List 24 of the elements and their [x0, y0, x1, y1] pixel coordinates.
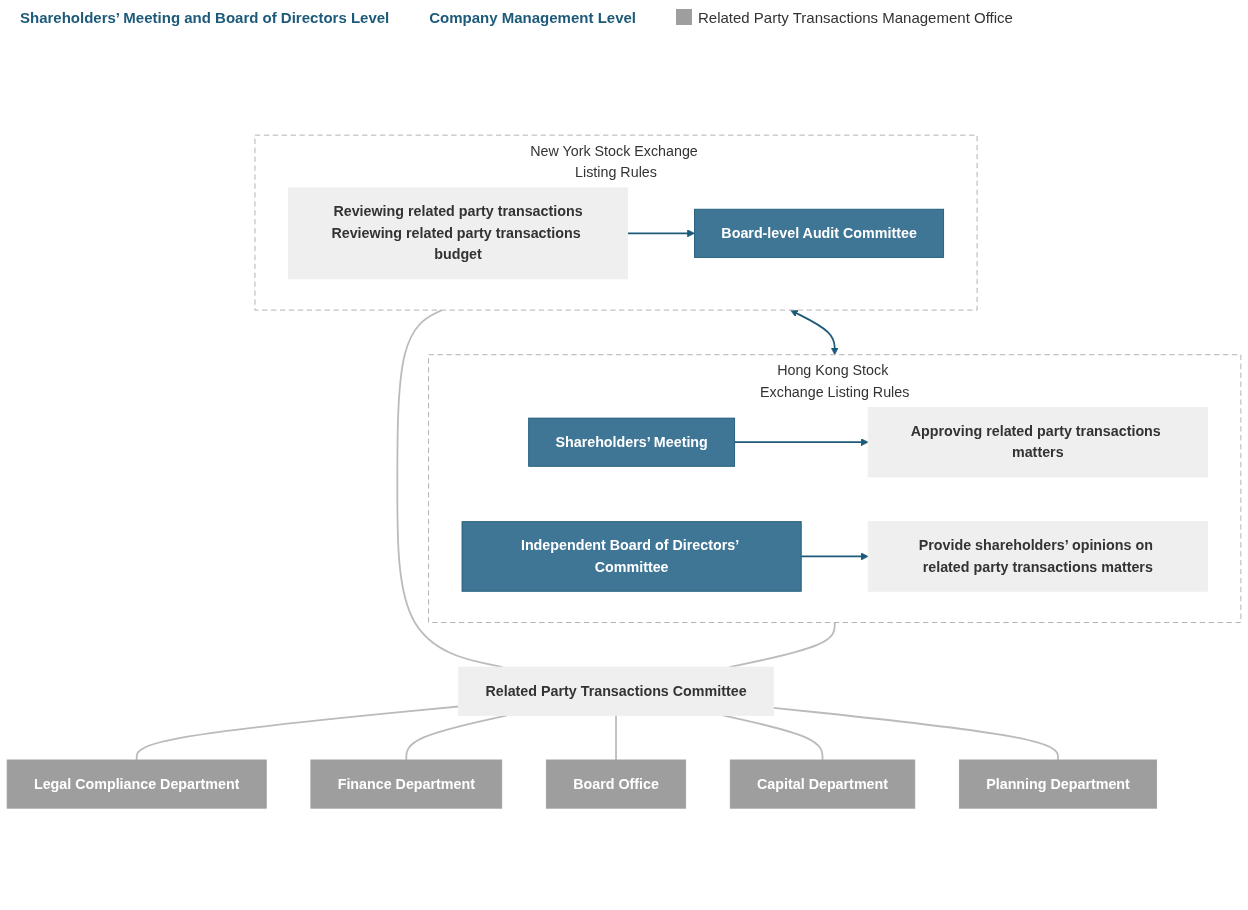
legend-label: Related Party Transactions Management Office: [698, 8, 1013, 26]
node-box: Finance Department: [310, 759, 503, 809]
arrow: [733, 438, 869, 447]
arrow: [800, 552, 869, 561]
node-box: Shareholders’ Meeting: [528, 418, 736, 468]
node-box: Legal Compliance Department: [6, 759, 267, 809]
level-label: Company Management Level: [429, 8, 636, 26]
node-box: Related Party Transactions Committee: [458, 667, 774, 717]
node-box: Provide shareholders’ opinions on related party transactions matters: [867, 521, 1208, 593]
node-box: Board-level Audit Committee: [694, 209, 945, 259]
node-box: Independent Board of Directors’ Committee: [461, 521, 802, 593]
node-box: Capital Department: [729, 759, 916, 809]
connector: [135, 705, 460, 762]
node-box: Approving related party transactions matters: [867, 407, 1208, 478]
connector: [615, 714, 617, 762]
arrow: [626, 229, 695, 238]
node-box: Reviewing related party transactions Reviewing related party transactions budget: [287, 187, 629, 280]
arrow: [790, 310, 839, 356]
node-box: Planning Department: [958, 759, 1158, 809]
connector: [396, 309, 504, 669]
level-label: Shareholders’ Meeting and Board of Directors Level: [20, 8, 390, 26]
connector: [772, 707, 1059, 762]
node-box: Board Office: [545, 759, 687, 809]
connector: [728, 621, 836, 669]
